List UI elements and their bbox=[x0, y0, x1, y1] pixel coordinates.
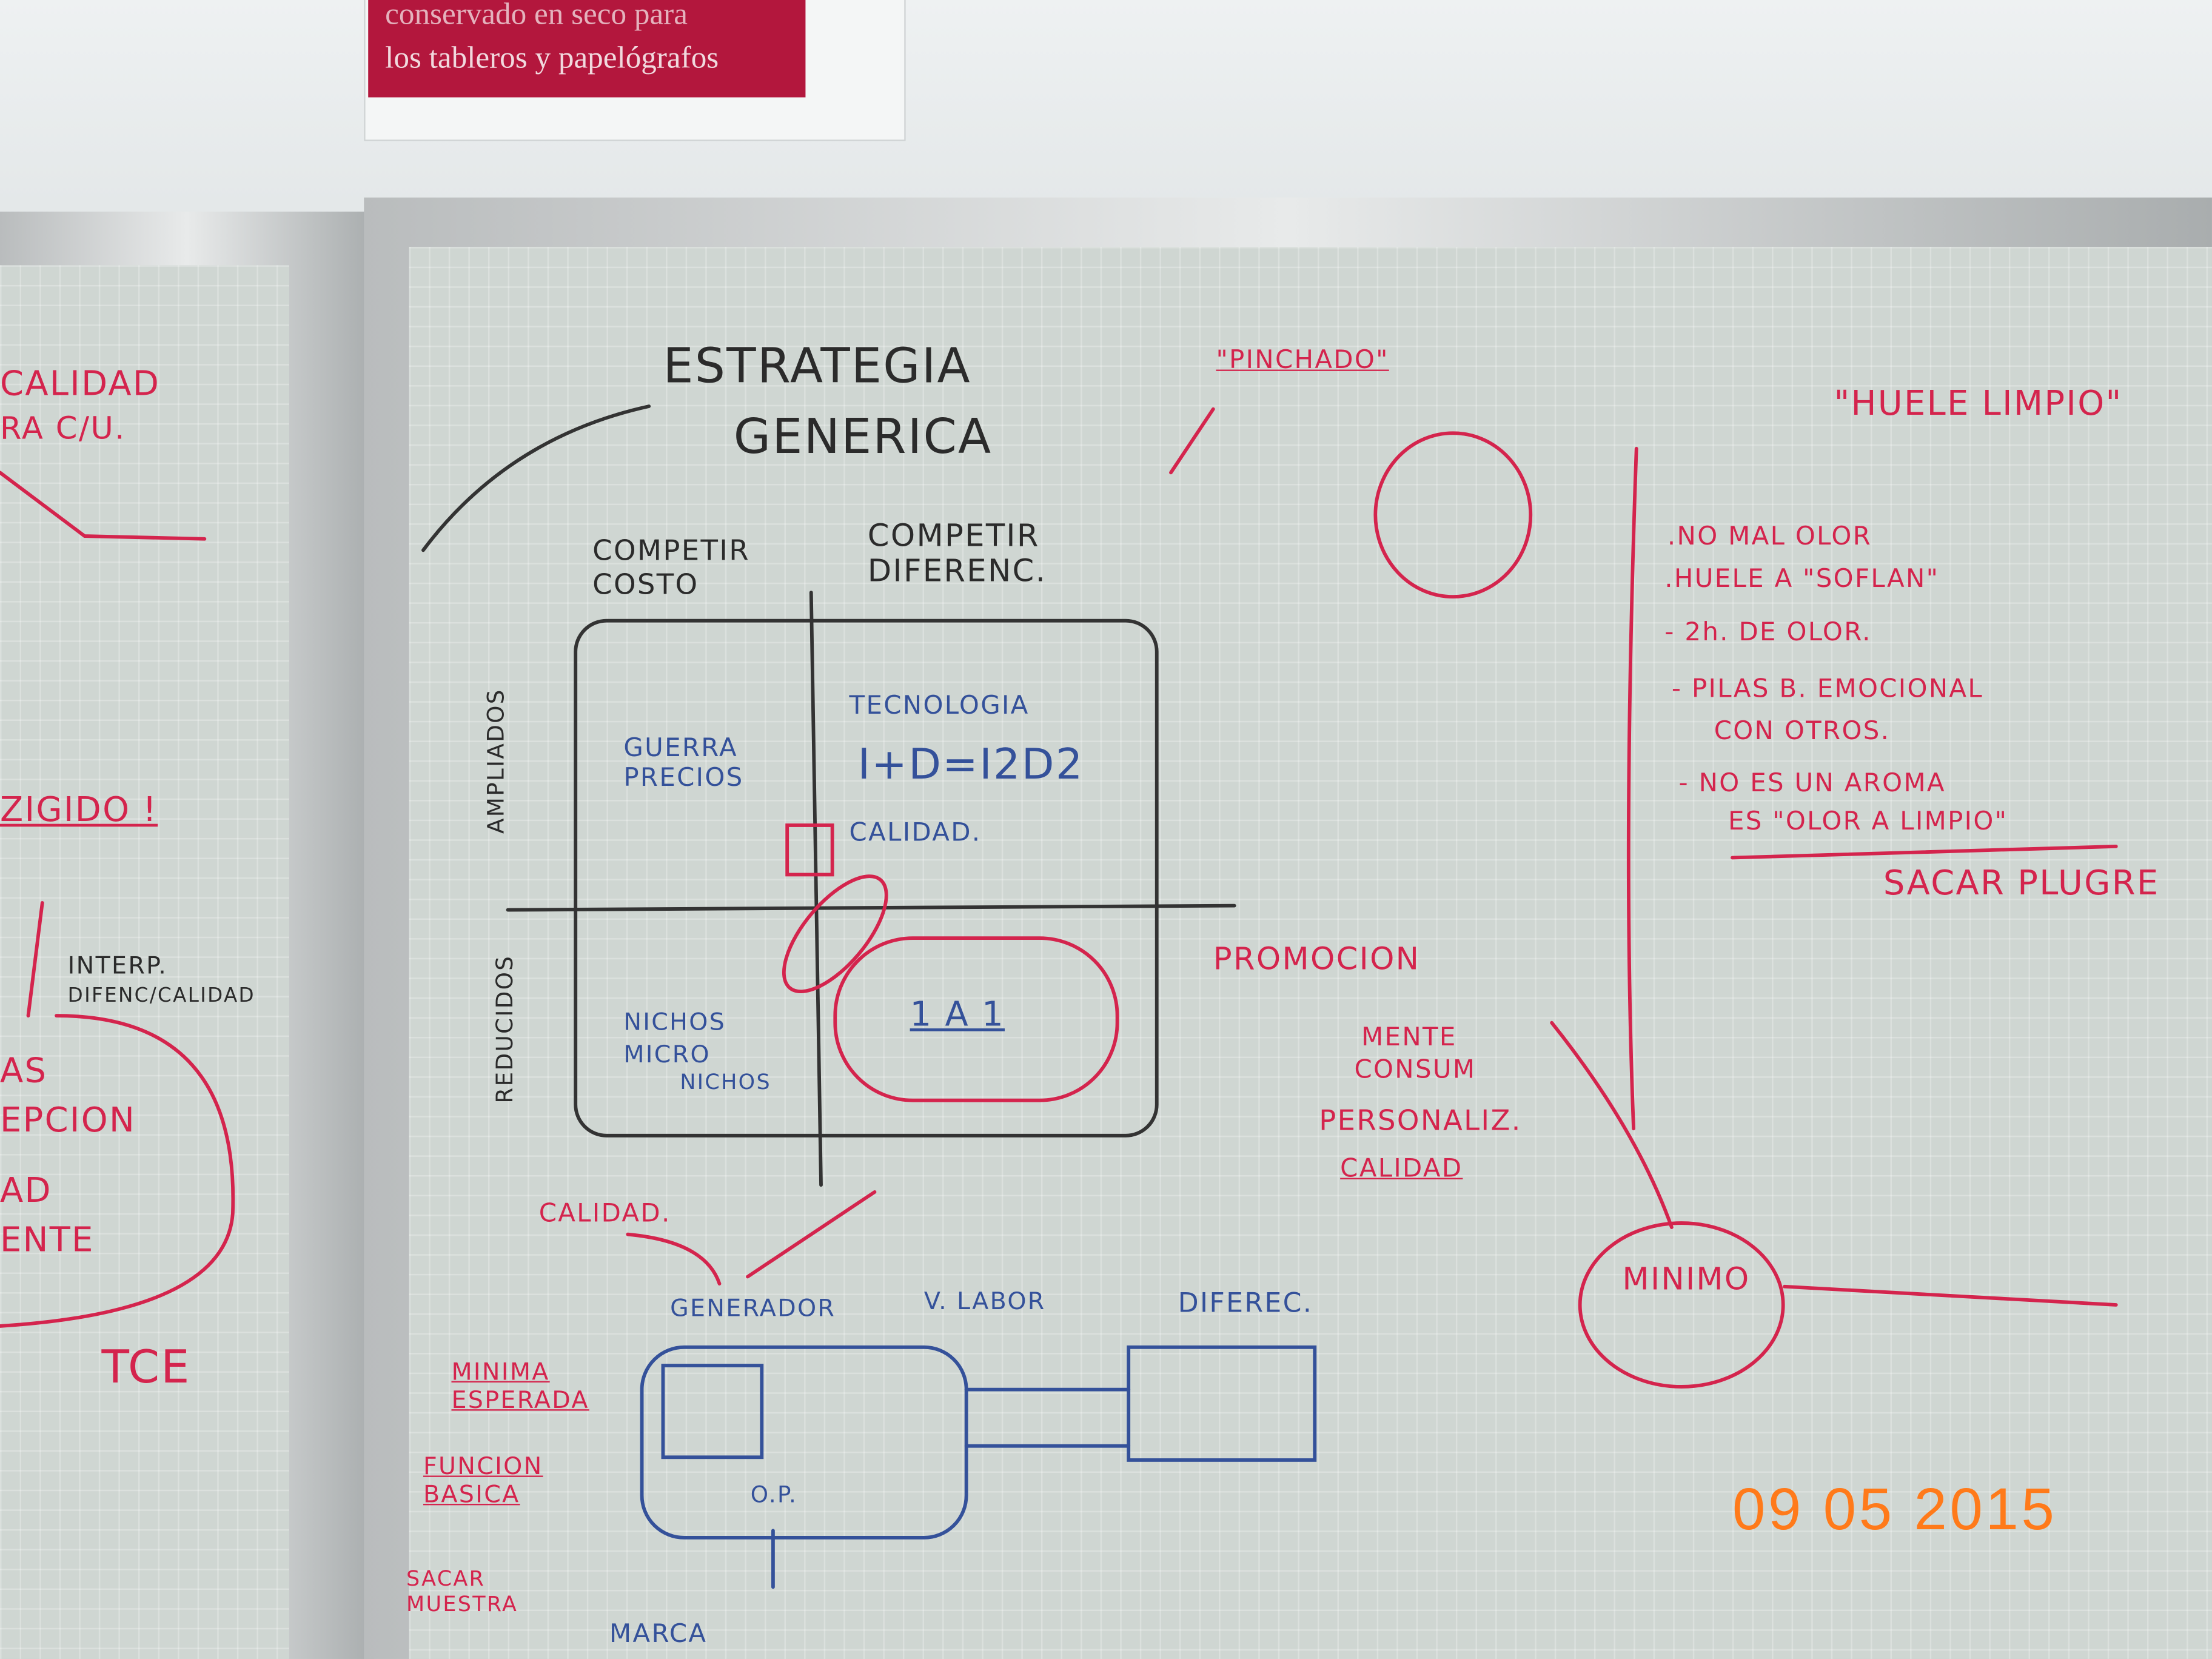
quadrant-iidd: I+D=I2D2 bbox=[857, 740, 1084, 790]
left-note-5: DIFENC/CALIDAD bbox=[67, 984, 255, 1008]
notice-sign: conservado en seco para los tableros y p… bbox=[364, 0, 906, 141]
left-note-4: INTERP. bbox=[67, 952, 168, 980]
sign-panel: conservado en seco para los tableros y p… bbox=[368, 0, 806, 98]
list-item-1: .NO MAL OLOR bbox=[1667, 521, 1872, 552]
header-diferec: DIFEREC. bbox=[1178, 1288, 1313, 1319]
quadrant-micro: MICRO bbox=[623, 1041, 711, 1070]
promo-note-calidad: CALIDAD bbox=[1340, 1154, 1463, 1184]
promocion-label: PROMOCION bbox=[1213, 942, 1421, 978]
note-funcion-basica: FUNCION BASICA bbox=[423, 1453, 543, 1510]
list-item-3: - 2h. DE OLOR. bbox=[1664, 618, 1872, 648]
pinchado-label: "PINCHADO" bbox=[1216, 345, 1389, 375]
left-note-1: CALIDAD bbox=[0, 364, 161, 404]
left-note-6: AS bbox=[0, 1051, 48, 1091]
promo-note-mente: MENTE bbox=[1361, 1022, 1457, 1053]
date-stamp: 09 05 2015 bbox=[1732, 1475, 2057, 1542]
row-header-reducidos: REDUCIDOS bbox=[491, 954, 518, 1104]
title-line-2: GENERICA bbox=[733, 409, 993, 466]
header-generador: GENERADOR bbox=[670, 1295, 836, 1324]
sign-line-2: los tableros y papelógrafos bbox=[385, 39, 719, 75]
list-item-6: - NO ES UN AROMA bbox=[1678, 768, 1946, 799]
list-item-4: - PILAS B. EMOCIONAL bbox=[1671, 674, 1984, 704]
col-header-diff: COMPETIR DIFERENC. bbox=[867, 519, 1047, 590]
note-marca: MARCA bbox=[609, 1619, 708, 1649]
note-sacar-muestra: SACAR MUESTRA bbox=[406, 1566, 518, 1617]
left-board bbox=[0, 265, 289, 1659]
quadrant-nichos: NICHOS bbox=[623, 1008, 726, 1037]
sign-line-1: conservado en seco para bbox=[385, 0, 688, 32]
quadrant-tecnologia: TECNOLOGIA bbox=[849, 691, 1030, 721]
quadrant-calidad: CALIDAD. bbox=[849, 818, 982, 848]
left-note-7: EPCION bbox=[0, 1100, 136, 1140]
left-note-8: AD bbox=[0, 1170, 52, 1211]
left-note-9: ENTE bbox=[0, 1220, 95, 1260]
title-line-1: ESTRATEGIA bbox=[663, 338, 972, 395]
quadrant-nichos-2: NICHOS bbox=[680, 1069, 771, 1095]
left-note-3: ZIGIDO ! bbox=[0, 789, 158, 830]
quadrant-guerra-precios: GUERRA PRECIOS bbox=[623, 733, 744, 793]
row-header-ampliados: AMPLIADOS bbox=[482, 688, 509, 834]
minimo-label: MINIMO bbox=[1622, 1262, 1751, 1298]
left-note-2: RA C/U. bbox=[0, 412, 126, 447]
left-note-10: TCE bbox=[101, 1340, 191, 1394]
list-item-8: SACAR PLUGRE bbox=[1883, 863, 2160, 903]
col-header-cost: COMPETIR COSTO bbox=[592, 533, 750, 602]
note-minima-esperada: MINIMA ESPERADA bbox=[451, 1358, 589, 1415]
promo-note-consum: CONSUM bbox=[1354, 1055, 1476, 1085]
quadrant-1a1: 1 A 1 bbox=[910, 994, 1005, 1034]
huele-limpio-title: "HUELE LIMPIO" bbox=[1834, 383, 2123, 423]
main-board bbox=[409, 247, 2212, 1659]
list-item-2: .HUELE A "SOFLAN" bbox=[1664, 564, 1940, 594]
note-op: O.P. bbox=[750, 1481, 798, 1509]
calidad-label: CALIDAD. bbox=[538, 1199, 671, 1229]
list-item-7: ES "OLOR A LIMPIO" bbox=[1728, 806, 2008, 837]
promo-note-personaliz: PERSONALIZ. bbox=[1319, 1103, 1522, 1138]
header-v-labor: V. LABOR bbox=[923, 1288, 1046, 1316]
list-item-5: CON OTROS. bbox=[1714, 716, 1891, 746]
